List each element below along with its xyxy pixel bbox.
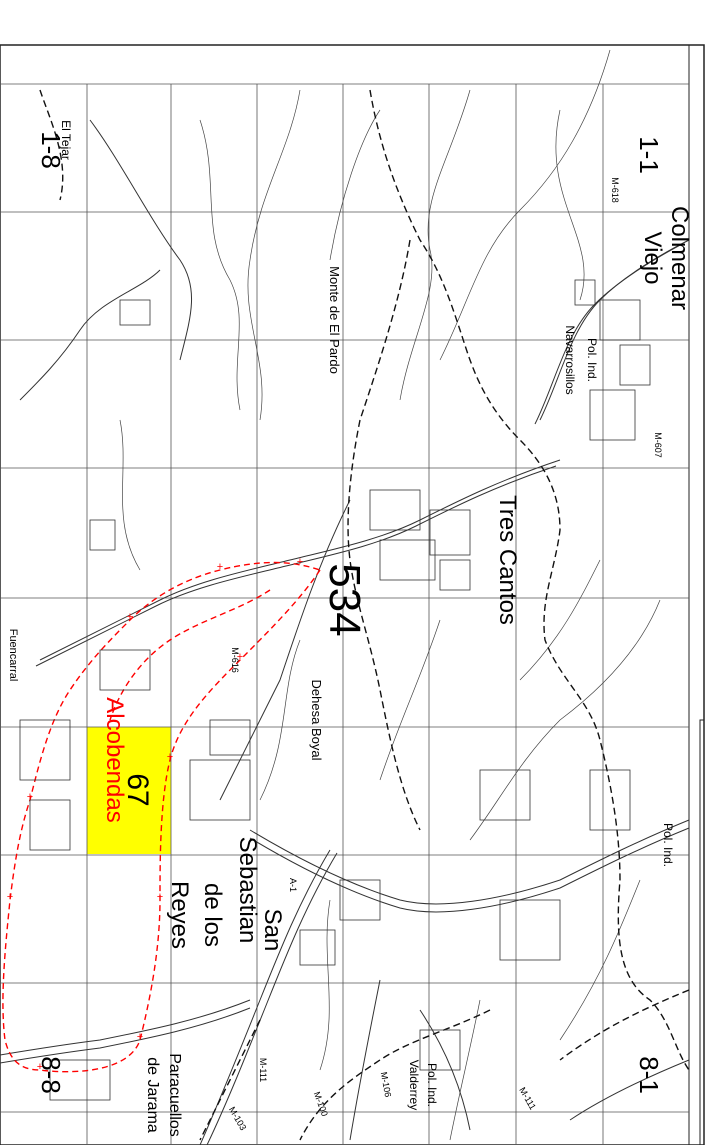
town-label-paracuellos: Paracuellos xyxy=(166,1053,183,1137)
highlight-cell xyxy=(87,727,171,854)
svg-text:+: + xyxy=(7,891,13,903)
town-label-de-los: de los xyxy=(199,883,226,947)
sheet-number-label: 534 xyxy=(320,563,369,636)
town-label-san: San xyxy=(259,909,286,952)
town-label-reyes: Reyes xyxy=(166,881,193,949)
svg-text:+: + xyxy=(127,611,133,623)
town-label-sebastian: Sebastian xyxy=(234,837,261,944)
place-label-pol-ind-valderrey: Pol. Ind. xyxy=(425,1063,439,1107)
corner-label-top-right: 1-1 xyxy=(634,136,664,174)
town-label-colmenar: Colmenar xyxy=(666,206,693,310)
town-label-de-jarama: de Jarama xyxy=(144,1057,161,1133)
svg-text:+: + xyxy=(237,651,243,663)
roads xyxy=(0,119,690,1145)
place-label-dehesa-boyal: Dehesa Boyal xyxy=(309,680,324,761)
svg-text:+: + xyxy=(27,791,33,803)
place-label-navarrosillos: Navarrosillos xyxy=(563,325,577,394)
place-label-valderrey: Valderrey xyxy=(407,1060,421,1110)
svg-text:+: + xyxy=(217,561,223,573)
municipal-boundaries xyxy=(39,89,690,1141)
town-label-alcobendas: Alcobendas xyxy=(101,697,128,822)
town-label-tres-cantos: Tres Cantos xyxy=(494,495,521,625)
svg-text:+: + xyxy=(137,1031,143,1043)
road-label-m106: M-106 xyxy=(379,1071,393,1098)
highlight-cell-number: 67 xyxy=(121,773,154,806)
map-labels: 1-1 1-8 8-1 8-8 534 67 Colmenar Viejo Tr… xyxy=(7,120,693,1137)
corner-label-bottom-right: 8-1 xyxy=(634,1056,664,1094)
corner-label-top-left: 1-8 xyxy=(36,131,66,169)
map-margin-box xyxy=(699,719,705,1145)
alcobendas-boundary xyxy=(2,561,322,1073)
boundary-crosses: + + + + + + + + + + xyxy=(7,556,303,1073)
urban-areas xyxy=(19,279,651,1101)
svg-text:+: + xyxy=(37,1061,43,1073)
place-label-el-tejar: El Tejar xyxy=(59,120,73,160)
svg-text:+: + xyxy=(297,556,303,568)
road-label-a1: A-1 xyxy=(288,878,298,892)
place-label-monte-el-pardo: Monte de El Pardo xyxy=(327,266,342,374)
map-frame xyxy=(0,44,705,1145)
place-label-pol-ind-right: Pol. Ind. xyxy=(661,823,675,867)
contour-lines xyxy=(119,49,661,1141)
svg-text:+: + xyxy=(157,891,163,903)
road-label-m111-b: M-111 xyxy=(258,1058,268,1082)
grid-lines xyxy=(0,83,689,1145)
road-label-m618: M-618 xyxy=(610,177,620,203)
town-label-viejo: Viejo xyxy=(639,232,666,285)
place-label-pol-ind-1: Pol. Ind. xyxy=(585,338,599,382)
place-label-fuencarral: Fuencarral xyxy=(7,629,19,682)
svg-text:+: + xyxy=(167,751,173,763)
road-label-m607: M-607 xyxy=(653,432,663,458)
corner-label-bottom-left: 8-8 xyxy=(36,1056,66,1094)
road-label-m616: M-616 xyxy=(230,647,240,673)
